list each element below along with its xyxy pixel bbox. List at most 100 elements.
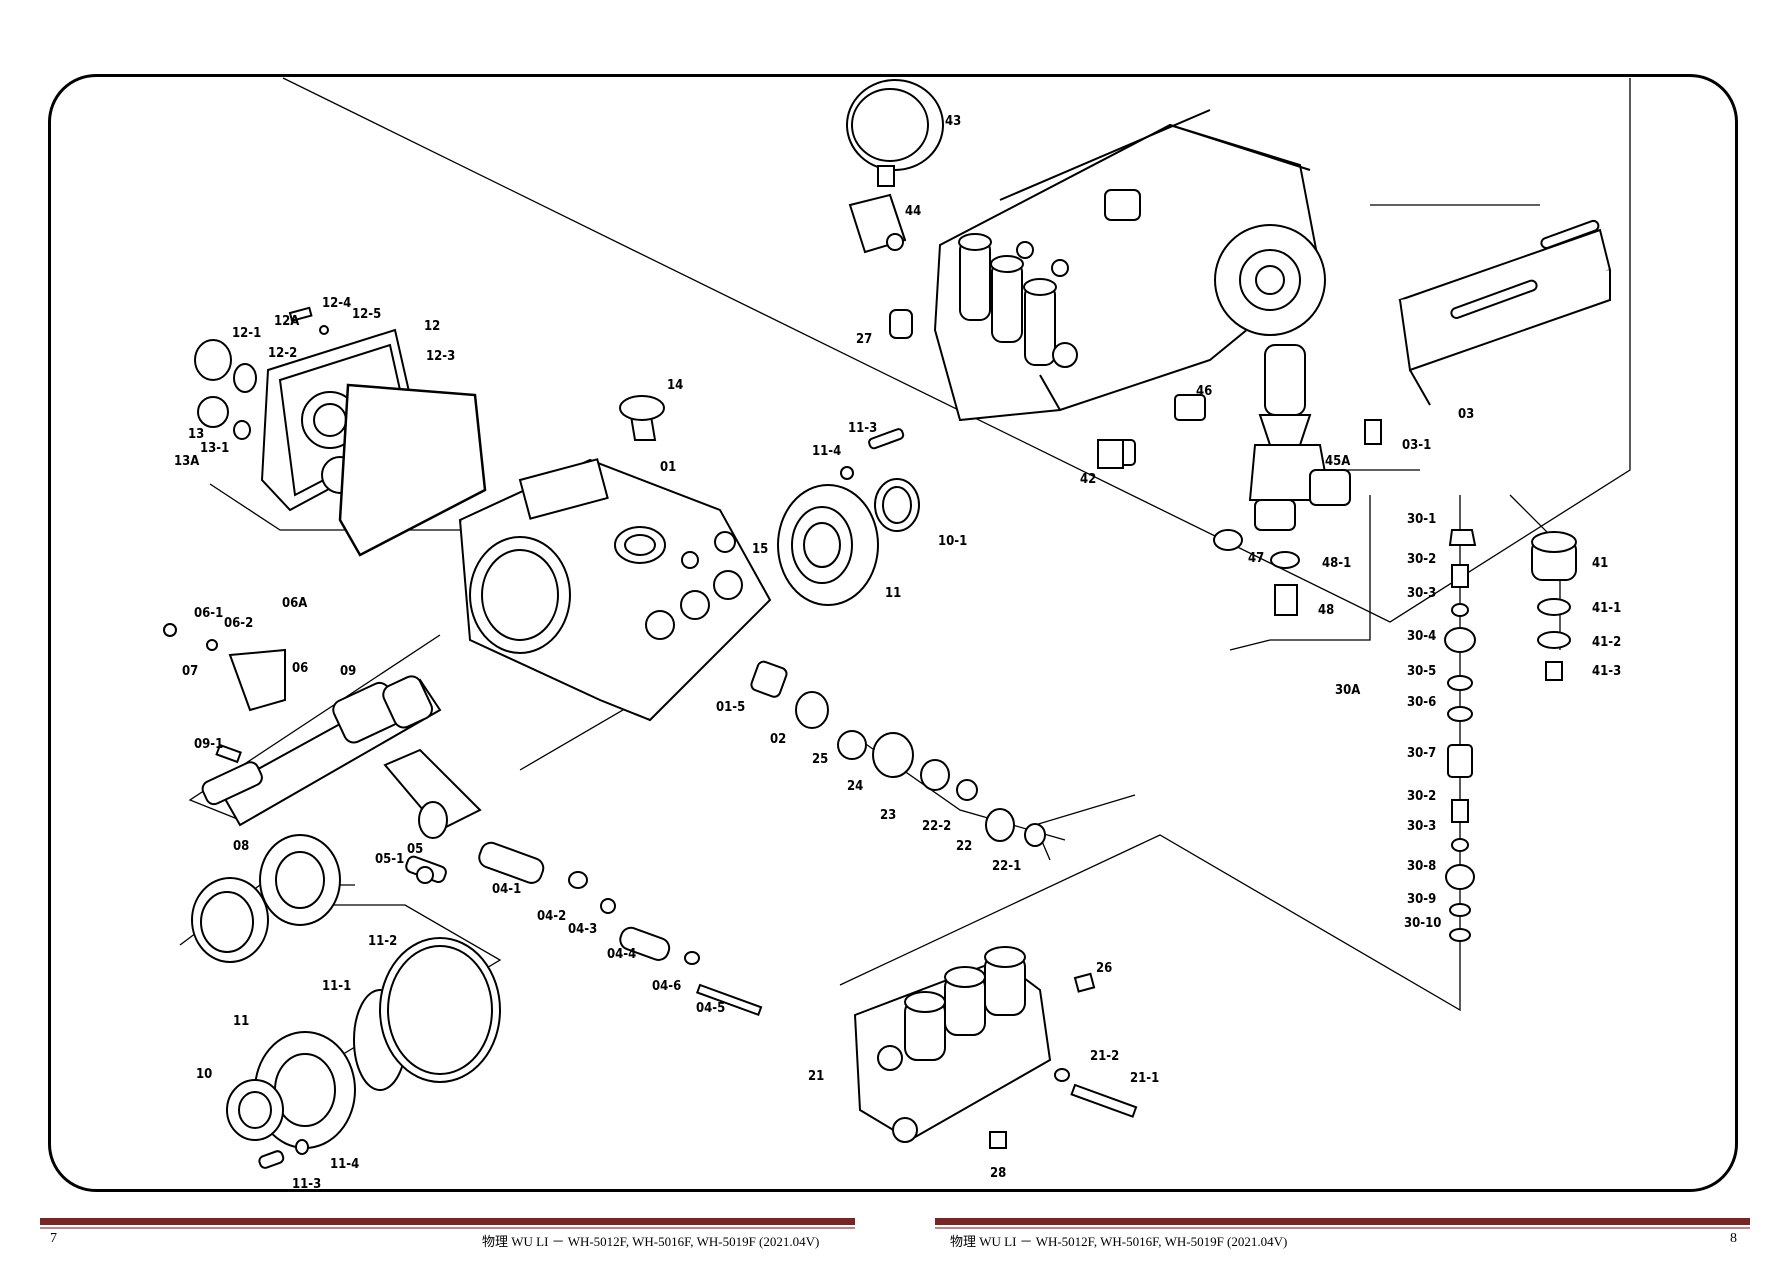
- part-label: 27: [856, 332, 872, 347]
- part-label: 05: [407, 842, 423, 857]
- part-label: 11-4: [330, 1157, 359, 1172]
- part-label: 47: [1248, 551, 1264, 566]
- part-label: 25: [812, 752, 828, 767]
- part-label: 04-3: [568, 922, 597, 937]
- part-label: 04-4: [607, 947, 636, 962]
- part-label: 07: [182, 664, 198, 679]
- part-label: 24: [847, 779, 863, 794]
- part-label: 01: [660, 460, 676, 475]
- part-label: 26: [1096, 961, 1112, 976]
- part-label: 12-4: [322, 296, 351, 311]
- part-label: 14: [667, 378, 683, 393]
- part-label: 04-2: [537, 909, 566, 924]
- part-label: 09-1: [194, 737, 223, 752]
- part-label: 01-5: [716, 700, 745, 715]
- part-label: 30-6: [1407, 695, 1436, 710]
- part-label: 11-2: [368, 934, 397, 949]
- crankshaft-drawing: [163, 623, 482, 839]
- part-label: 22-1: [992, 859, 1021, 874]
- valve-stack-drawing: [1444, 529, 1477, 942]
- plug-41-drawing: [1531, 531, 1577, 681]
- part-label: 12-2: [268, 346, 297, 361]
- part-label: 12A: [274, 314, 299, 329]
- part-label: 41-2: [1592, 635, 1621, 650]
- part-label: 09: [340, 664, 356, 679]
- part-label: 30-2: [1407, 552, 1436, 567]
- crankcase-drawing: [458, 395, 772, 722]
- part-label: 30-8: [1407, 859, 1436, 874]
- page-number-left: 7: [50, 1231, 57, 1246]
- part-label: 06-2: [224, 616, 253, 631]
- part-label: 30-9: [1407, 892, 1436, 907]
- part-label: 30-4: [1407, 629, 1436, 644]
- part-label: 48-1: [1322, 556, 1351, 571]
- part-label: 06A: [282, 596, 307, 611]
- part-label: 21-2: [1090, 1049, 1119, 1064]
- part-label: 28: [990, 1166, 1006, 1181]
- part-label: 11-4: [812, 444, 841, 459]
- plunger-parts-drawing: [405, 660, 1046, 1017]
- part-label: 21-1: [1130, 1071, 1159, 1086]
- part-label: 42: [1080, 472, 1096, 487]
- part-label: 43: [945, 114, 961, 129]
- bearing-cover-upper-drawing: [777, 428, 920, 606]
- part-label: 30-3: [1407, 586, 1436, 601]
- part-label: 12: [424, 319, 440, 334]
- part-label: 04-5: [696, 1001, 725, 1016]
- part-label: 15: [752, 542, 768, 557]
- part-label: 12-5: [352, 307, 381, 322]
- part-label: 30A: [1335, 683, 1360, 698]
- part-label: 11: [233, 1014, 249, 1029]
- part-label: 06: [292, 661, 308, 676]
- manifold-drawing: [853, 946, 1138, 1149]
- part-label: 10-1: [938, 534, 967, 549]
- part-label: 11-3: [848, 421, 877, 436]
- part-label: 30-5: [1407, 664, 1436, 679]
- part-label: 10: [196, 1067, 212, 1082]
- part-label: 30-1: [1407, 512, 1436, 527]
- part-label: 30-2: [1407, 789, 1436, 804]
- footer-rule-left: [40, 1218, 855, 1229]
- part-label: 13-1: [200, 441, 229, 456]
- part-label: 13A: [174, 454, 199, 469]
- part-label: 22: [956, 839, 972, 854]
- part-label: 46: [1196, 384, 1212, 399]
- part-label: 13: [188, 427, 204, 442]
- part-label: 11: [885, 586, 901, 601]
- part-label: 04-6: [652, 979, 681, 994]
- part-label: 23: [880, 808, 896, 823]
- footer-rule-right: [935, 1218, 1750, 1229]
- part-label: 45A: [1325, 454, 1350, 469]
- part-label: 21: [808, 1069, 824, 1084]
- part-label: 22-2: [922, 819, 951, 834]
- page-number-right: 8: [1730, 1231, 1737, 1246]
- assembled-pump-drawing: [933, 109, 1326, 422]
- part-label: 03-1: [1402, 438, 1431, 453]
- mounting-bracket-drawing: [1364, 219, 1612, 445]
- part-label: 04-1: [492, 882, 521, 897]
- part-label: 41: [1592, 556, 1608, 571]
- pressure-gauge-drawing: [846, 79, 944, 254]
- bearing-and-lower-cover-drawing: [191, 834, 501, 1169]
- part-label: 11-3: [292, 1177, 321, 1192]
- part-label: 48: [1318, 603, 1334, 618]
- part-label: 30-10: [1404, 916, 1441, 931]
- rear-cover-drawing: [194, 306, 487, 557]
- part-label: 03: [1458, 407, 1474, 422]
- part-label: 08: [233, 839, 249, 854]
- part-label: 30-7: [1407, 746, 1436, 761]
- part-label: 12-3: [426, 349, 455, 364]
- footer-caption-right: 物理 WU LI － WH-5012F, WH-5016F, WH-5019F …: [950, 1234, 1288, 1249]
- part-label: 11-1: [322, 979, 351, 994]
- part-label: 44: [905, 204, 921, 219]
- part-labels: 43 44 27 46 42 45A 47 48-1 48 03 03-1 12…: [174, 114, 1621, 1192]
- part-label: 02: [770, 732, 786, 747]
- part-label: 41-3: [1592, 664, 1621, 679]
- part-label: 12-1: [232, 326, 261, 341]
- part-label: 05-1: [375, 852, 404, 867]
- part-label: 06-1: [194, 606, 223, 621]
- footer-caption-left: 物理 WU LI － WH-5012F, WH-5016F, WH-5019F …: [482, 1234, 820, 1249]
- part-label: 41-1: [1592, 601, 1621, 616]
- unloader-valve-drawing: [889, 309, 1351, 616]
